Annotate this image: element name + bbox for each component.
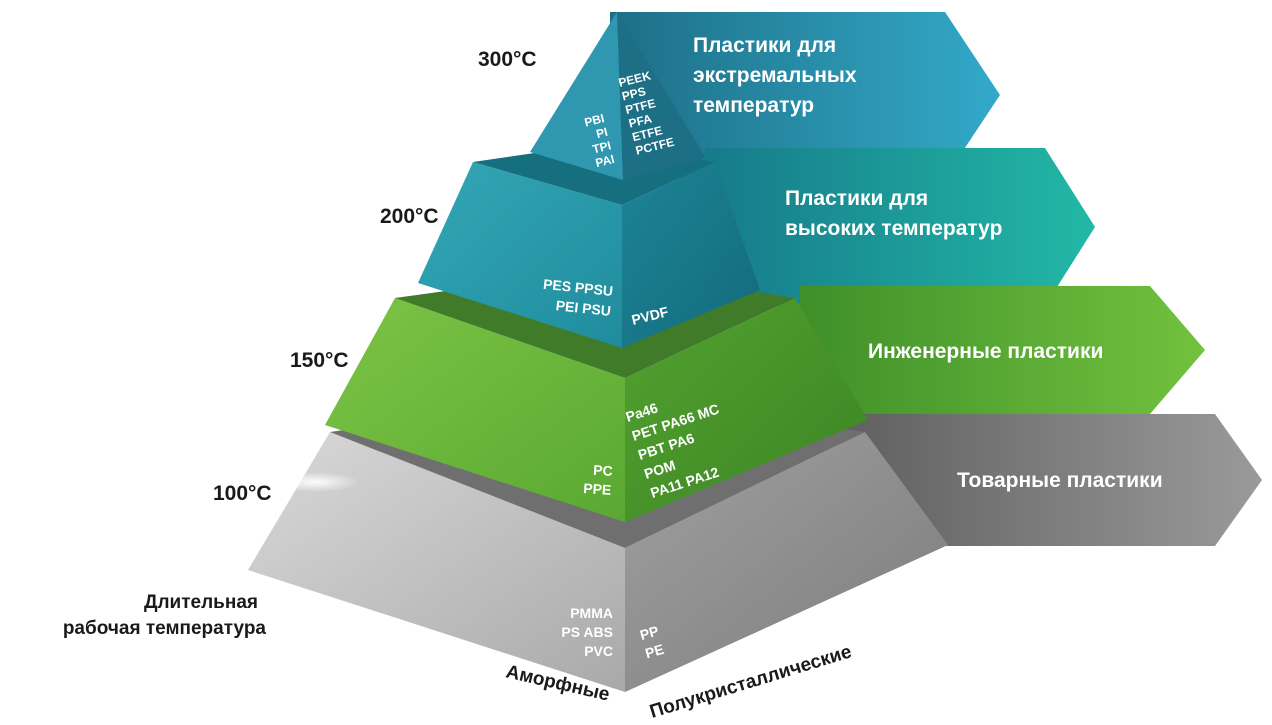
materials-engineering-amorphous: PC PPE bbox=[583, 462, 614, 498]
temp-label-150: 150°C bbox=[290, 349, 349, 372]
materials-extreme-semicrystalline: PEEK PPS PTFE PFA ETFE PCTFE bbox=[617, 68, 675, 157]
material-label: PBI bbox=[583, 111, 606, 129]
material-label: PES PPSU bbox=[542, 276, 613, 299]
material-label: PE bbox=[643, 641, 665, 662]
tier-high-temperature bbox=[418, 142, 760, 348]
materials-commodity-amorphous: PMMA PS ABS PVC bbox=[561, 605, 613, 659]
material-label: PEI PSU bbox=[555, 297, 612, 319]
material-label: PP bbox=[638, 623, 660, 644]
material-label: PFA bbox=[627, 111, 653, 130]
category-engineering: Инженерные пластики bbox=[868, 340, 1103, 363]
axis-label-line1: Длительная bbox=[144, 592, 258, 613]
category-extreme-line1: Пластики для bbox=[693, 34, 836, 57]
highlight-glare bbox=[270, 472, 360, 492]
category-arrow-high bbox=[705, 148, 1095, 306]
material-label: TPI bbox=[591, 138, 613, 156]
category-extreme-line2: экстремальных bbox=[693, 64, 857, 87]
materials-high-amorphous: PES PPSU PEI PSU bbox=[542, 276, 613, 319]
temp-label-100: 100°C bbox=[213, 482, 272, 505]
category-extreme-line3: температур bbox=[693, 94, 814, 117]
category-high-line1: Пластики для bbox=[785, 187, 928, 210]
category-arrow-commodity bbox=[840, 414, 1262, 546]
material-label: PPE bbox=[583, 480, 612, 498]
temp-label-300: 300°C bbox=[478, 48, 537, 71]
temp-label-200: 200°C bbox=[380, 205, 439, 228]
material-label: PS ABS bbox=[561, 624, 613, 640]
material-label: PI bbox=[595, 125, 609, 141]
category-commodity: Товарные пластики bbox=[957, 469, 1163, 492]
materials-commodity-semicrystalline: PP PE bbox=[638, 623, 666, 662]
material-label: PC bbox=[593, 462, 614, 479]
materials-extreme-amorphous: PBI PI TPI PAI bbox=[583, 111, 616, 170]
material-label: PVC bbox=[584, 643, 613, 659]
category-arrow-extreme bbox=[610, 12, 1000, 178]
material-label: PMMA bbox=[570, 605, 613, 621]
category-high-line2: высоких температур bbox=[785, 217, 1002, 240]
tier-extreme bbox=[530, 12, 706, 180]
axis-label-line2: рабочая температура bbox=[63, 618, 267, 639]
material-label: PPS bbox=[621, 84, 648, 103]
category-arrow-engineering bbox=[800, 286, 1205, 414]
material-label: PAI bbox=[594, 152, 616, 170]
